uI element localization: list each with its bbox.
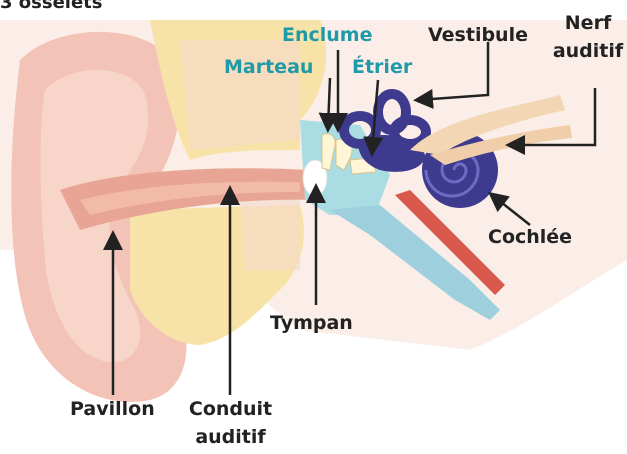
label-tympan: Tympan — [270, 312, 353, 334]
label-conduit-line2: auditif — [183, 426, 278, 448]
ossicles-group-label: 3 osselets — [0, 0, 103, 14]
label-nerf-line1: Nerf — [548, 12, 627, 34]
label-nerf-line2: auditif — [548, 40, 627, 62]
label-etrier: Étrier — [352, 56, 412, 78]
label-enclume: Enclume — [282, 24, 373, 46]
label-marteau: Marteau — [224, 56, 313, 78]
mastoid-texture-2 — [240, 200, 300, 270]
label-cochlee: Cochlée — [488, 226, 572, 248]
label-vestibule: Vestibule — [428, 24, 528, 46]
label-conduit-line1: Conduit — [183, 398, 278, 420]
label-pavillon: Pavillon — [70, 398, 155, 420]
